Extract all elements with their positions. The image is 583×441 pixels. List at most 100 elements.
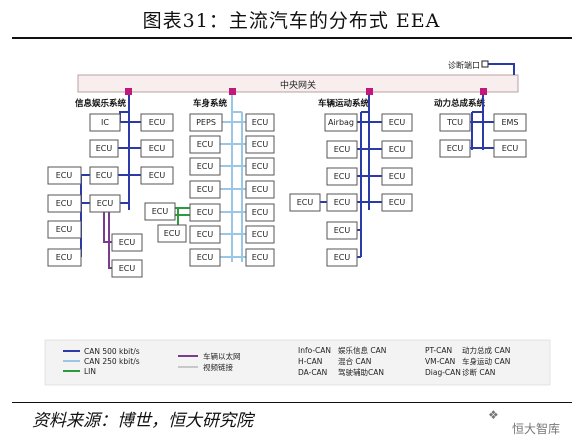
ecu-label-body-r1: ECU [252, 118, 269, 127]
ecu-box-body-r3 [245, 157, 275, 176]
ecu-label-left-4: ECU [56, 253, 73, 262]
ecu-box-info-l3 [89, 166, 119, 185]
group-label-body: 车身系统 [193, 98, 228, 109]
ecu-box-chassis-l4 [326, 193, 358, 212]
ecu-label-tcu: TCU [446, 118, 463, 127]
ecu-box-chassis-far [289, 193, 321, 212]
ecu-label-chassis-l2: ECU [334, 145, 351, 154]
ethernet-link-2 [108, 211, 112, 269]
ecu-label-info-r2: ECU [149, 144, 166, 153]
ecu-label-chassis-far: ECU [297, 198, 314, 207]
ecu-label-info-r3: ECU [149, 171, 166, 180]
ecu-box-body-l3 [189, 157, 221, 176]
ecu-label-info-l2: ECU [96, 144, 113, 153]
title-underline [12, 37, 572, 39]
ecu-box-chassis-r2 [381, 140, 413, 159]
gateway-port-chassis [366, 88, 373, 95]
legend-diag-can-desc: 诊断 CAN [462, 367, 495, 377]
ecu-label-left-2: ECU [56, 199, 73, 208]
legend-lin-label: LIN [84, 367, 96, 376]
ecu-label-chassis-l6: ECU [334, 253, 351, 262]
ecu-label-peps: PEPS [196, 118, 216, 127]
ecu-box-ic [89, 113, 121, 132]
ecu-label-chassis-r4: ECU [389, 198, 406, 207]
ecu-label-body-l2: ECU [197, 140, 214, 149]
ecu-label-body-r3: ECU [252, 162, 269, 171]
ecu-box-body-l5 [189, 203, 221, 222]
ecu-box-chassis-l5 [326, 221, 358, 240]
ecu-box-lin-2 [157, 224, 187, 243]
ecu-label-lin-2: ECU [164, 229, 181, 238]
eea-diagram: 中央网关 诊断端口 信息娱乐系统 车身系统 车辆运动系统 动力总成系统 [44, 60, 551, 386]
ecu-box-body-r5 [245, 203, 275, 222]
ecu-box-body-l2 [189, 135, 221, 154]
ecu-label-chassis-r2: ECU [389, 145, 406, 154]
ecu-box-tcu [439, 113, 471, 132]
ecu-label-body-r5: ECU [252, 208, 269, 217]
legend-can250-label: CAN 250 kbit/s [84, 357, 140, 366]
ecu-box-info-r1 [140, 113, 174, 132]
ecu-box-airbag [324, 113, 358, 132]
ecu-box-info-l2 [89, 139, 119, 158]
ecu-box-body-r4 [245, 180, 275, 199]
ecu-label-left-1: ECU [56, 171, 73, 180]
ecu-label-airbag: Airbag [328, 118, 354, 127]
ecu-label-lin-1: ECU [152, 207, 169, 216]
ecu-box-body-l4 [189, 180, 221, 199]
legend-can500-label: CAN 500 kbit/s [84, 347, 140, 356]
ecu-box-left-3 [47, 220, 82, 239]
ecu-label-ic: IC [101, 118, 109, 127]
legend-vm-can: VM-CAN [425, 357, 455, 366]
ecu-box-chassis-l2 [326, 140, 358, 159]
wechat-icon: ❖ [488, 408, 499, 422]
ecu-label-chassis-l3: ECU [334, 172, 351, 181]
central-gateway-box [77, 74, 519, 93]
legend-pt-can-desc: 动力总成 CAN [462, 345, 510, 355]
page-title: 图表31：主流汽车的分布式 EEA [142, 10, 441, 32]
source-note: 资料来源：博世，恒大研究院 [32, 411, 253, 431]
ecu-box-power-r2 [493, 139, 527, 158]
diagnostic-port-label: 诊断端口 [448, 60, 480, 70]
group-label-power: 动力总成系统 [434, 98, 486, 109]
ecu-box-body-r1 [245, 113, 275, 132]
legend-h-can-desc: 混合 CAN [338, 356, 371, 366]
ecu-box-chassis-r1 [381, 113, 413, 132]
legend-info-can: Info-CAN [298, 346, 331, 355]
ecu-label-info-main: ECU [97, 199, 114, 208]
legend-diag-can: Diag-CAN [425, 368, 461, 377]
ecu-label-chassis-l4: ECU [334, 198, 351, 207]
legend-box [44, 339, 551, 386]
ecu-box-lin-1 [144, 202, 176, 221]
legend-pt-can: PT-CAN [425, 346, 452, 355]
diag-can-line [488, 63, 515, 75]
ecu-box-body-r6 [245, 225, 275, 244]
central-gateway-label: 中央网关 [280, 79, 316, 91]
ecu-label-body-r4: ECU [252, 185, 269, 194]
ecu-box-info-r2 [140, 139, 174, 158]
ecu-label-body-l3: ECU [197, 162, 214, 171]
ecu-box-power-l2 [439, 139, 471, 158]
ecu-label-ems: EMS [501, 118, 518, 127]
diagnostic-port-connector [481, 60, 489, 68]
ecu-box-chassis-l6 [326, 248, 358, 267]
ecu-label-eth-1: ECU [119, 238, 136, 247]
ecu-box-eth-1 [111, 233, 143, 252]
legend-da-can-desc: 驾驶辅助CAN [338, 367, 384, 377]
footer-rule [12, 402, 572, 403]
ecu-box-chassis-r4 [381, 193, 413, 212]
legend-info-can-desc: 娱乐信息 CAN [338, 345, 386, 355]
ecu-box-info-main [89, 194, 121, 213]
group-label-info: 信息娱乐系统 [75, 98, 127, 109]
ecu-label-body-l4: ECU [197, 185, 214, 194]
legend-da-can: DA-CAN [298, 368, 327, 377]
ecu-label-body-l5: ECU [197, 208, 214, 217]
ecu-box-ems [493, 113, 527, 132]
ecu-box-body-l6 [189, 225, 221, 244]
ecu-box-body-r2 [245, 135, 275, 154]
legend-h-can: H-CAN [298, 357, 322, 366]
gateway-port-power [480, 88, 487, 95]
ecu-box-left-1 [47, 166, 82, 185]
legend-ethernet-label: 车辆以太网 [203, 351, 241, 361]
ecu-label-power-r2: ECU [502, 144, 519, 153]
ecu-box-eth-2 [111, 259, 143, 278]
